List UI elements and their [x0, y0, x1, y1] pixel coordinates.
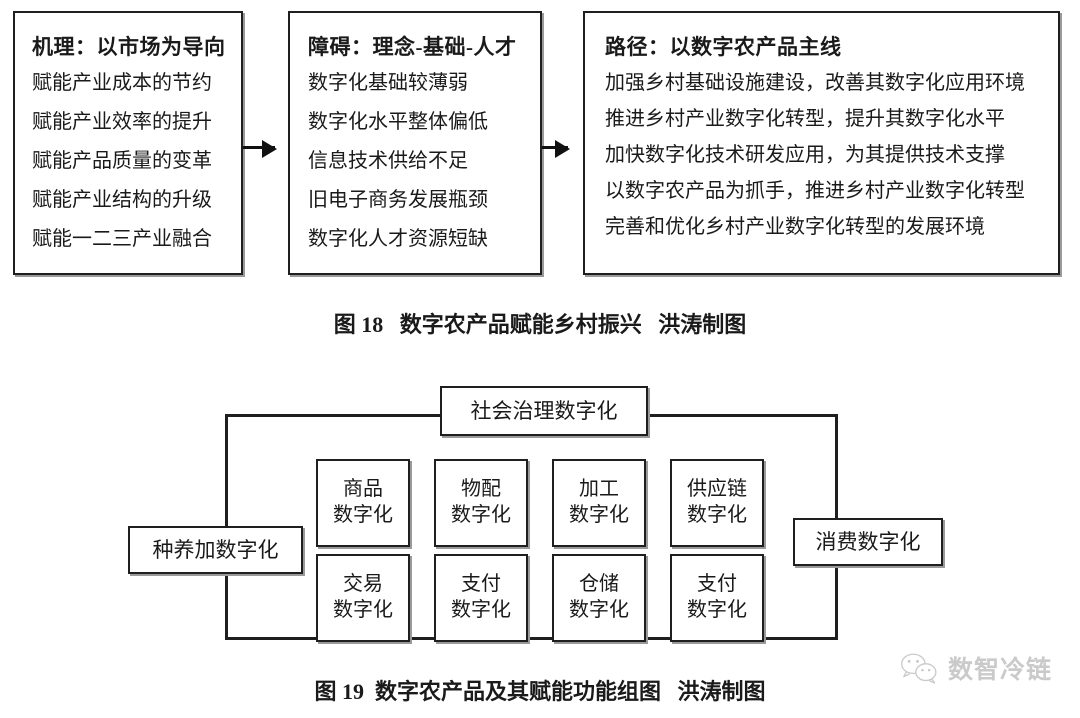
node-transaction-line2: 数字化	[333, 599, 393, 621]
watermark-label: 数智冷链	[948, 656, 1053, 684]
node-processing-line1: 加工	[579, 478, 619, 501]
node-commodity-line1: 商品	[343, 478, 383, 501]
panel-obstacle: 障碍：理念-基础-人才 数字化基础较薄弱 数字化水平整体偏低 信息技术供给不足 …	[288, 11, 542, 275]
panel-path-line-5: 完善和优化乡村产业数字化转型的发展环境	[605, 216, 985, 238]
connector-bottom	[225, 637, 838, 640]
arrow-right-icon-2	[542, 140, 570, 158]
connector-top-right	[646, 414, 838, 417]
panel-mechanism-title: 机理：以市场为导向	[32, 35, 226, 59]
panel-path-line-2: 推进乡村产业数字化转型，提升其数字化水平	[605, 108, 1005, 130]
panel-path-line-4: 以数字农产品为抓手，推进乡村产业数字化转型	[605, 180, 1025, 202]
wechat-icon	[900, 652, 940, 684]
panel-mechanism-line-5: 赋能一二三产业融合	[32, 228, 212, 250]
panel-path-line-3: 加快数字化技术研发应用，为其提供技术支撑	[605, 144, 1005, 166]
node-payment-1-line1: 支付	[461, 573, 501, 596]
node-supply-chain-line2: 数字化	[687, 504, 747, 526]
node-payment-2: 支付 数字化	[670, 554, 764, 642]
connector-top-left	[225, 414, 442, 417]
panel-path-line-1: 加强乡村基础设施建设，改善其数字化应用环境	[605, 72, 1025, 94]
node-supply-chain-line1: 供应链	[687, 478, 747, 501]
node-warehousing-line2: 数字化	[569, 599, 629, 621]
panel-mechanism-line-3: 赋能产品质量的变革	[32, 150, 212, 172]
figure-19-caption: 图 19 数字农产品及其赋能功能组图 洪涛制图	[314, 679, 766, 704]
node-processing: 加工 数字化	[552, 459, 646, 547]
node-logistics-line1: 物配	[461, 478, 501, 501]
panel-mechanism-line-4: 赋能产业结构的升级	[32, 189, 212, 211]
node-commodity: 商品 数字化	[316, 459, 410, 547]
panel-mechanism-body: 赋能产业成本的节约 赋能产业效率的提升 赋能产品质量的变革 赋能产业结构的升级 …	[15, 73, 241, 249]
node-consumption-label: 消费数字化	[815, 529, 921, 554]
node-transaction: 交易 数字化	[316, 554, 410, 642]
figure-18: 机理：以市场为导向 赋能产业成本的节约 赋能产业效率的提升 赋能产品质量的变革 …	[0, 0, 1080, 300]
node-payment-1: 支付 数字化	[434, 554, 528, 642]
node-planting-breeding-label: 种养加数字化	[152, 537, 279, 562]
node-consumption: 消费数字化	[793, 518, 943, 566]
node-payment-2-line2: 数字化	[687, 599, 747, 621]
panel-mechanism-line-1: 赋能产业成本的节约	[32, 72, 212, 94]
panel-obstacle-body: 数字化基础较薄弱 数字化水平整体偏低 信息技术供给不足 旧电子商务发展瓶颈 数字…	[290, 73, 540, 249]
node-warehousing-line1: 仓储	[579, 573, 619, 596]
panel-mechanism-line-2: 赋能产业效率的提升	[32, 111, 212, 133]
panel-obstacle-line-1: 数字化基础较薄弱	[308, 72, 468, 94]
node-commodity-line2: 数字化	[333, 504, 393, 526]
node-logistics-line2: 数字化	[451, 504, 511, 526]
node-transaction-line1: 交易	[343, 573, 383, 596]
panel-path-body: 加强乡村基础设施建设，改善其数字化应用环境 推进乡村产业数字化转型，提升其数字化…	[585, 73, 1058, 237]
node-social-governance-label: 社会治理数字化	[470, 398, 618, 423]
panel-obstacle-line-3: 信息技术供给不足	[308, 150, 468, 172]
panel-path: 路径：以数字农产品主线 加强乡村基础设施建设，改善其数字化应用环境 推进乡村产业…	[583, 11, 1060, 275]
node-payment-1-line2: 数字化	[451, 599, 511, 621]
node-planting-breeding: 种养加数字化	[128, 526, 303, 574]
panel-obstacle-title: 障碍：理念-基础-人才	[308, 35, 517, 59]
watermark: 数智冷链	[900, 650, 1052, 686]
panel-obstacle-line-4: 旧电子商务发展瓶颈	[308, 189, 488, 211]
figure-19: 社会治理数字化 种养加数字化 消费数字化 商品 数字化 物配 数字化 加工 数字…	[0, 360, 1080, 670]
node-logistics: 物配 数字化	[434, 459, 528, 547]
node-warehousing: 仓储 数字化	[552, 554, 646, 642]
node-social-governance: 社会治理数字化	[440, 386, 648, 436]
panel-path-title: 路径：以数字农产品主线	[605, 35, 842, 59]
panel-obstacle-line-5: 数字化人才资源短缺	[308, 228, 488, 250]
panel-mechanism: 机理：以市场为导向 赋能产业成本的节约 赋能产业效率的提升 赋能产品质量的变革 …	[13, 11, 243, 275]
node-supply-chain: 供应链 数字化	[670, 459, 764, 547]
panel-obstacle-line-2: 数字化水平整体偏低	[308, 111, 488, 133]
node-payment-2-line1: 支付	[697, 573, 737, 596]
figure-18-caption: 图 18 数字农产品赋能乡村振兴 洪涛制图	[333, 312, 747, 337]
node-processing-line2: 数字化	[569, 504, 629, 526]
arrow-right-icon-1	[243, 140, 277, 158]
